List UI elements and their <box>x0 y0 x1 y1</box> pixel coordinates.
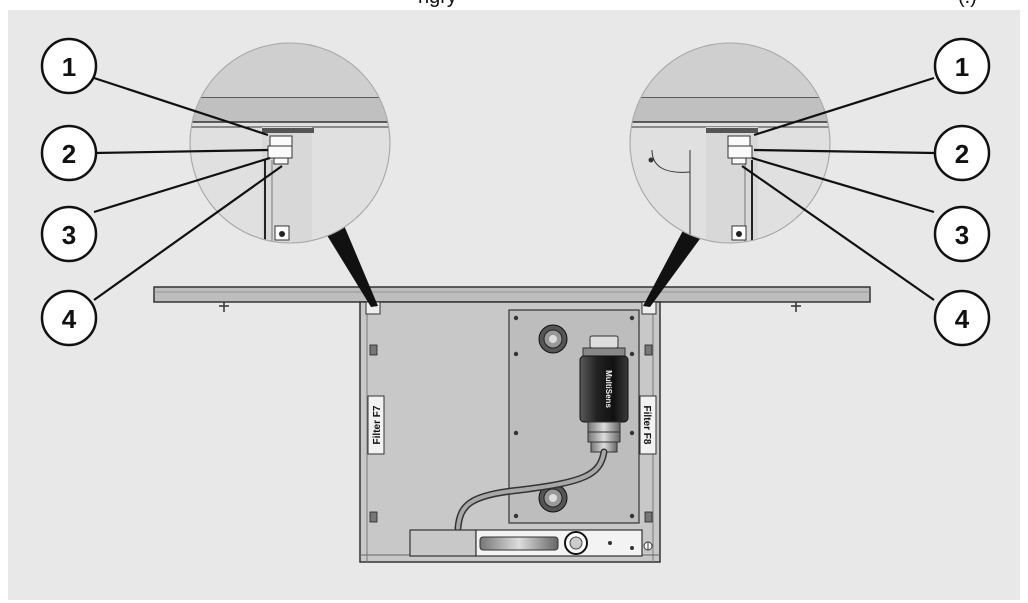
beam-bolt-left <box>219 302 229 312</box>
cable-gland-top <box>538 324 568 354</box>
beam-bolt-right <box>791 302 801 312</box>
caption-right-fragment: (.) <box>958 0 977 8</box>
leader-lines-left <box>93 76 283 301</box>
callout-right-4-number: 4 <box>955 304 970 334</box>
callouts-left: 1 2 3 4 <box>40 37 98 347</box>
callout-right-1-number: 1 <box>955 52 969 82</box>
callout-left-1-number: 1 <box>62 52 76 82</box>
sensor-brand-label: MultiSens <box>604 370 613 408</box>
callout-right-2-number: 2 <box>955 139 969 169</box>
callout-left-2-number: 2 <box>62 139 76 169</box>
sensor-cable <box>454 448 608 532</box>
callout-right-3-number: 3 <box>955 220 969 250</box>
callout-left-4: 4 <box>40 289 98 347</box>
terminal-block <box>409 529 653 557</box>
callout-right-2: 2 <box>933 124 991 182</box>
callout-right-4: 4 <box>933 289 991 347</box>
callout-right-1: 1 <box>933 37 991 95</box>
detail-magnifier-right <box>629 42 831 244</box>
callout-left-2: 2 <box>40 124 98 182</box>
callout-right-3: 3 <box>933 205 991 263</box>
filter-label-left-text: Filter F7 <box>372 405 383 444</box>
callouts-right: 1 2 3 4 <box>933 37 991 347</box>
cable-gland-bottom <box>538 483 568 513</box>
filter-label-right-text: Filter F8 <box>641 406 652 445</box>
sensor-device: MultiSens <box>579 335 629 453</box>
filter-label-right: Filter F8 <box>639 395 657 455</box>
callout-left-1: 1 <box>40 37 98 95</box>
zoom-pointer-left <box>325 223 378 307</box>
caption-left-fragment: ngry <box>418 0 457 8</box>
callout-left-3: 3 <box>40 205 98 263</box>
zoom-pointer-right <box>643 223 705 307</box>
filter-label-left: Filter F7 <box>367 395 385 455</box>
leader-lines-right <box>741 76 935 301</box>
detail-magnifier-left <box>189 42 391 244</box>
callout-left-4-number: 4 <box>62 304 77 334</box>
callout-left-3-number: 3 <box>62 220 76 250</box>
caption-fragment: ngry (.) <box>0 0 1028 8</box>
